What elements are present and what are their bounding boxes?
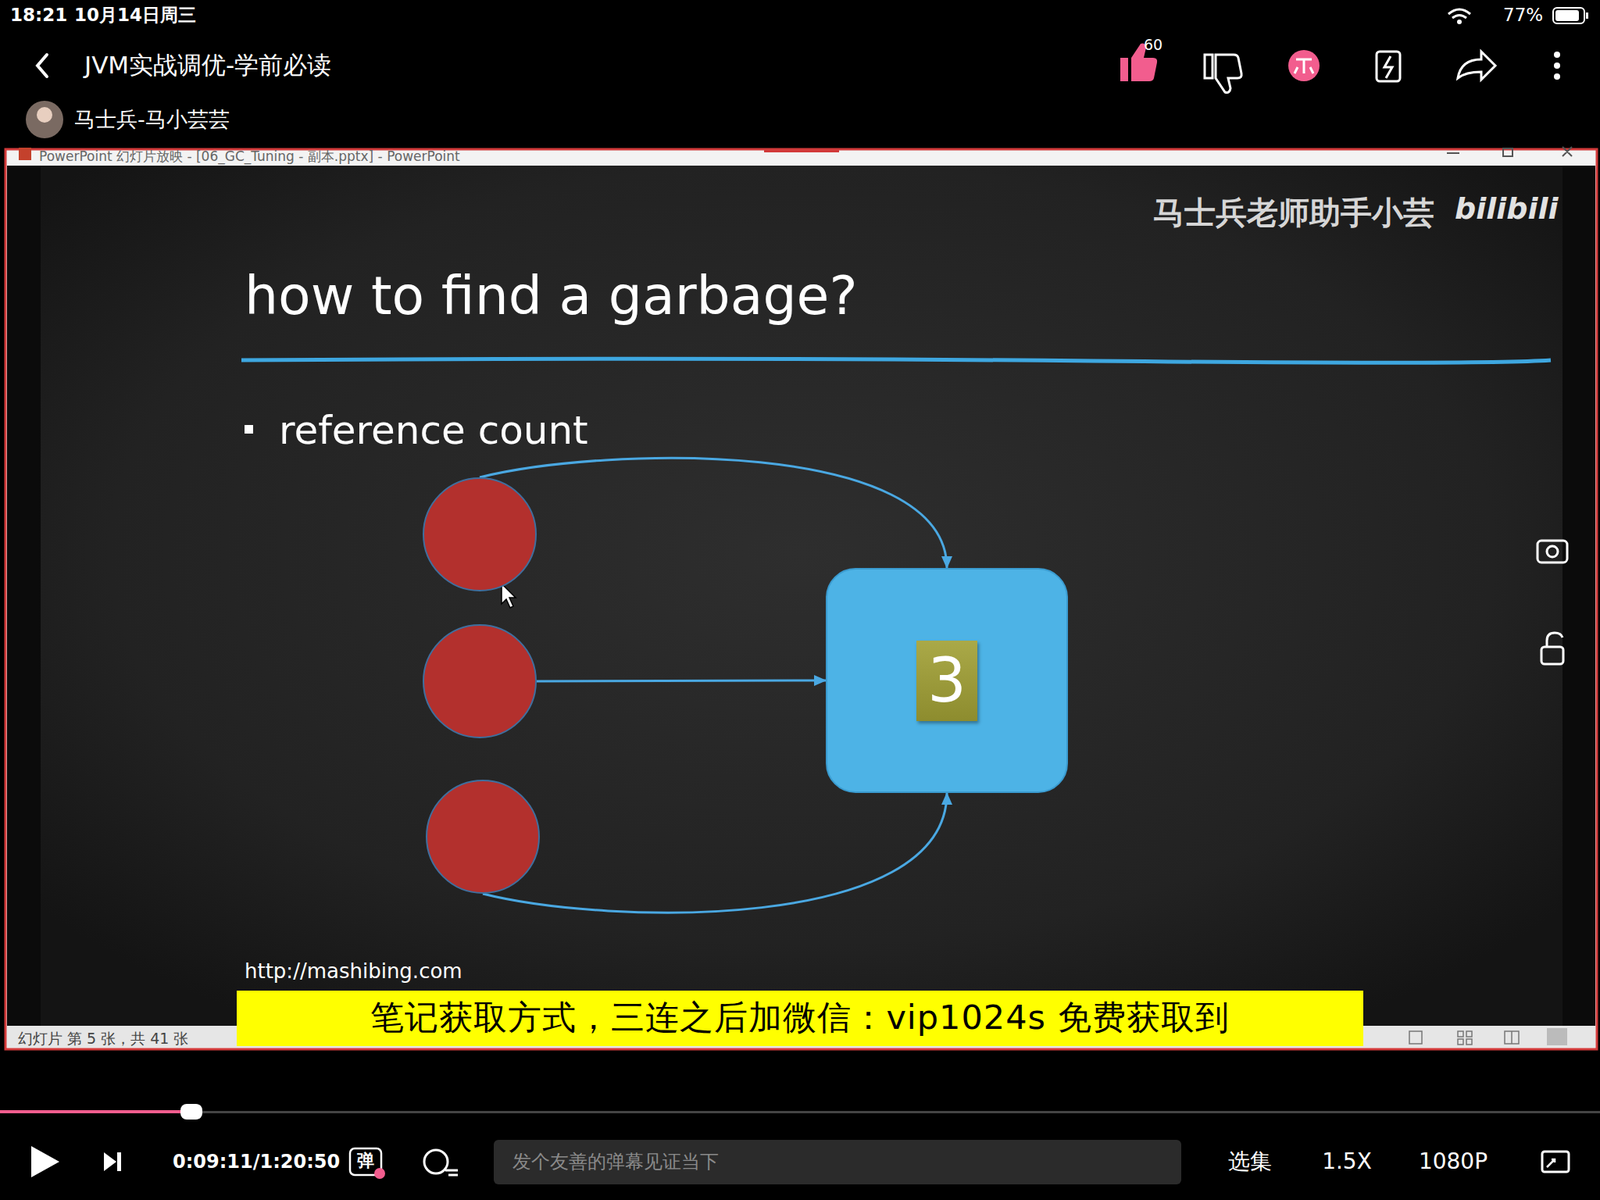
ppt-window-title: PowerPoint 幻灯片放映 - [06_GC_Tuning - 副本.pp… <box>39 148 461 165</box>
charge-bolt <box>1384 56 1393 79</box>
watermark-logo: bilibili <box>1454 191 1559 228</box>
danmaku-input <box>493 1139 1182 1185</box>
speed-button: 1.5X <box>1321 1148 1372 1175</box>
reference-arrow <box>482 792 947 913</box>
screenshot-icon <box>1537 540 1568 563</box>
chalkboard <box>40 165 1563 1026</box>
danmaku-settings-lines <box>445 1170 458 1175</box>
dislike-icon <box>1204 54 1242 93</box>
back-arrow <box>37 54 47 77</box>
watermark-text: 马士兵老师助手小芸 <box>1153 193 1435 232</box>
danmaku-icon-text: 弹 <box>357 1150 375 1172</box>
screenshot-lens <box>1546 546 1558 558</box>
danmaku-placeholder: 发个友善的弹幕见证当下 <box>512 1150 719 1174</box>
slide-dark-sides <box>7 165 1596 1026</box>
bullet-text: reference count <box>278 407 589 454</box>
window-buttons <box>1446 146 1572 157</box>
subtitle-banner <box>236 990 1364 1047</box>
battery-percent: 77% <box>1503 4 1543 27</box>
wifi-icon <box>1448 9 1471 18</box>
reference-circle <box>422 624 537 739</box>
title-underline <box>241 358 1551 363</box>
view-active <box>1546 1028 1568 1046</box>
status-date: 10月14日周三 <box>74 4 197 27</box>
progress-track <box>0 1110 1600 1114</box>
ppt-window <box>5 149 1597 1050</box>
slide-counter: 幻灯片 第 5 张，共 41 张 <box>17 1029 189 1048</box>
uploader-name: 马士兵-马小芸芸 <box>74 107 230 133</box>
count-number: 3 <box>916 640 978 722</box>
cast-icon <box>1542 1151 1569 1172</box>
battery-icon <box>1553 7 1585 24</box>
video-title: JVM实战调优-学前必读 <box>84 50 332 80</box>
ppt-window-border <box>5 149 1597 1050</box>
wifi-dot <box>1457 19 1462 25</box>
like-count: 60 <box>1143 35 1163 54</box>
reference-circle <box>422 477 537 592</box>
avatar-face <box>36 107 53 123</box>
cast-arrow <box>1546 1159 1555 1168</box>
view-buttons <box>1409 1031 1519 1045</box>
progress-knob <box>180 1103 203 1120</box>
reference-circle <box>425 779 540 894</box>
progress-played <box>0 1110 192 1114</box>
lock-icon <box>1541 646 1564 665</box>
battery-tip <box>1585 12 1589 19</box>
subtitle-text: 笔记获取方式，三连之后加微信：vip1024s 免费获取到 <box>370 997 1229 1039</box>
lock-shackle <box>1546 632 1563 647</box>
danmaku-settings <box>424 1150 448 1174</box>
more-dot <box>1553 62 1561 69</box>
more-dot <box>1553 51 1561 58</box>
reference-arrow <box>479 457 947 568</box>
share-icon <box>1457 51 1496 80</box>
charge-icon <box>1376 51 1400 82</box>
coin-icon <box>1288 50 1320 82</box>
play-button <box>31 1146 60 1178</box>
episode-button: 选集 <box>1228 1148 1272 1175</box>
ppt-tab-mark <box>764 149 840 153</box>
ppt-app-icon <box>18 147 32 161</box>
slide-title: how to find a garbage? <box>244 264 858 329</box>
coin-mark <box>1294 59 1314 74</box>
bullet-square <box>244 425 254 434</box>
quality-button: 1080P <box>1418 1148 1488 1175</box>
object-box: 3 <box>825 567 1068 793</box>
reference-arrow <box>536 680 826 682</box>
next-button <box>103 1152 122 1172</box>
danmaku-on-dot <box>374 1167 386 1179</box>
status-time: 18:21 <box>10 4 68 27</box>
more-dot <box>1553 73 1561 80</box>
avatar <box>25 100 64 139</box>
playback-time: 0:09:11/1:20:50 <box>172 1150 340 1174</box>
footer-url: http://mashibing.com <box>244 959 463 984</box>
mouse-cursor <box>501 583 516 608</box>
battery-level <box>1555 10 1579 22</box>
